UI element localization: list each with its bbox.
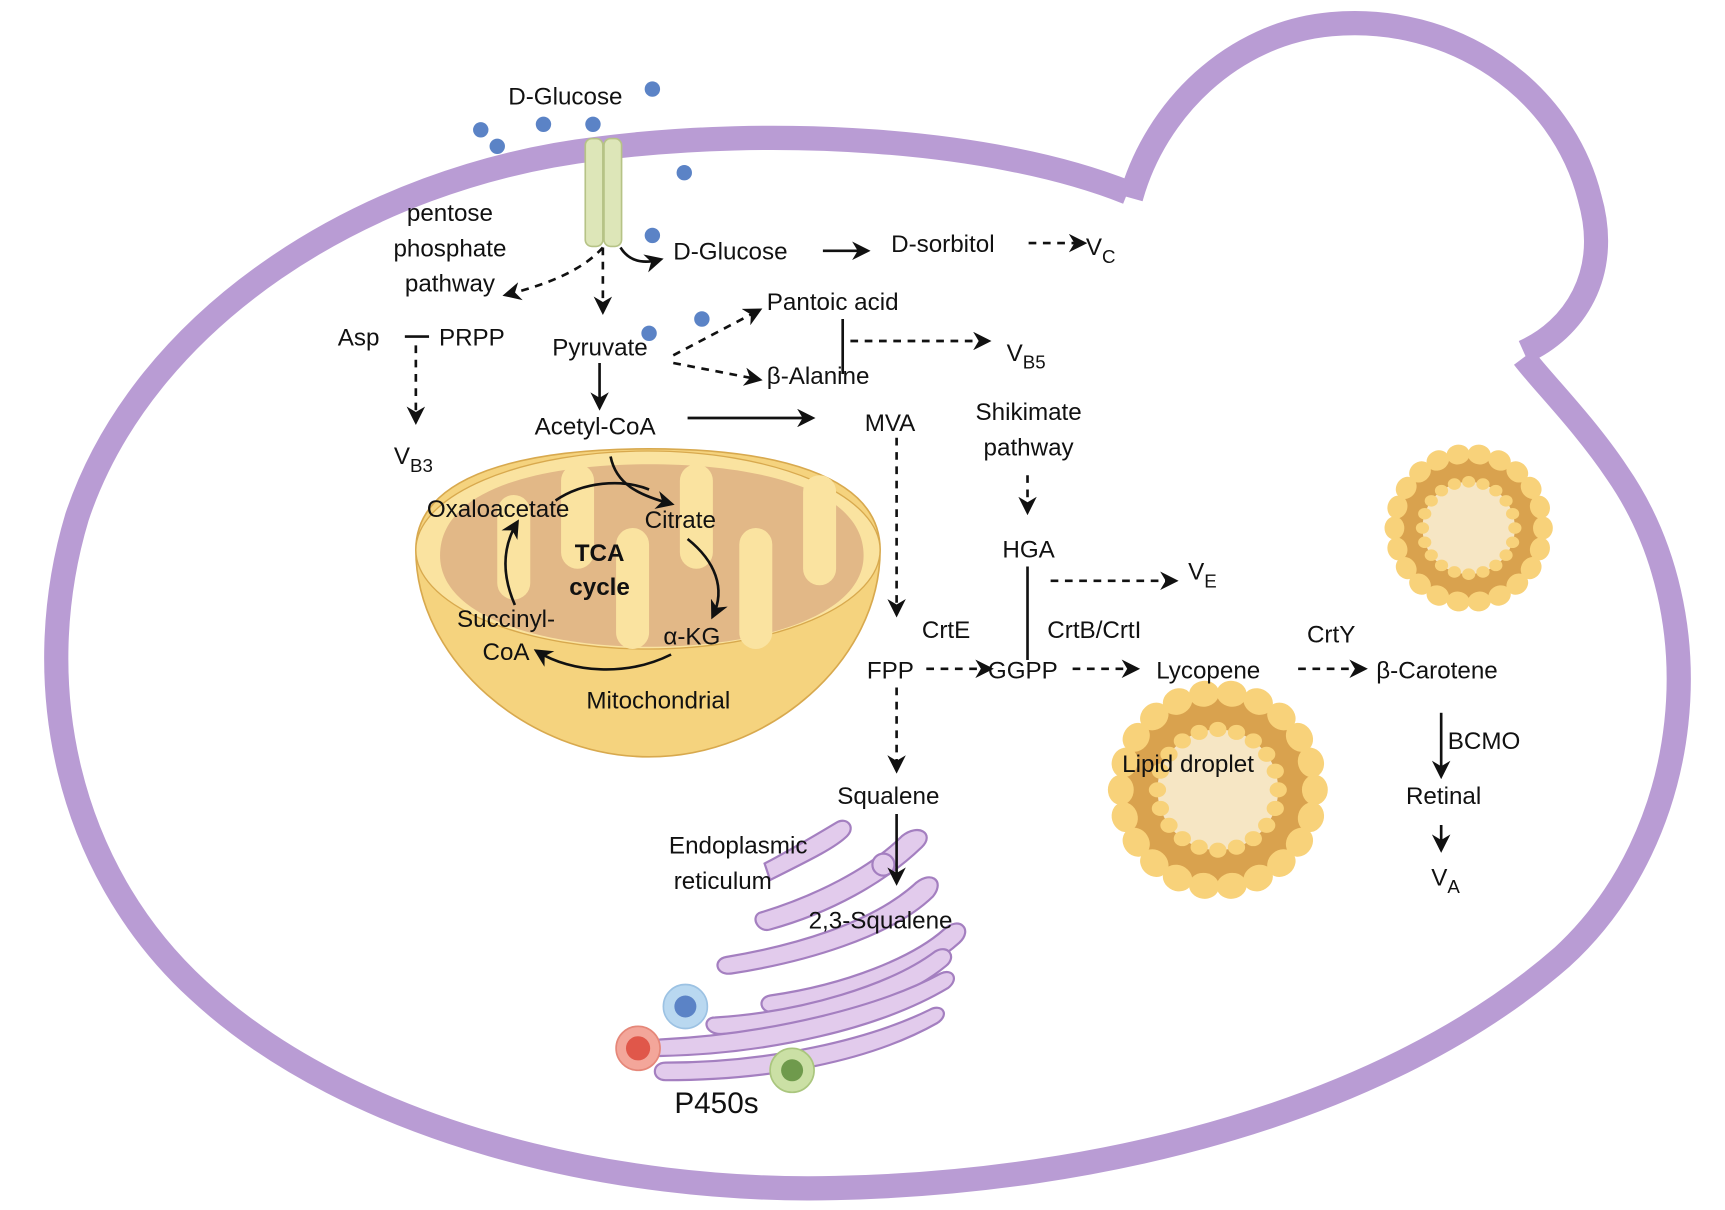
label-asp: Asp xyxy=(338,324,380,351)
arrow-to-akg xyxy=(686,537,728,620)
arrow-to-alanine xyxy=(673,361,763,386)
label-er-2: reticulum xyxy=(674,868,772,895)
arrow-to-pantoic xyxy=(672,308,763,357)
label-p450: P450s xyxy=(674,1087,758,1120)
labels: D-Glucose pentose phosphate pathway D-Gl… xyxy=(338,84,1521,1121)
label-lipid-droplet: Lipid droplet xyxy=(1122,751,1254,778)
glucose-dot xyxy=(585,116,601,132)
label-mitochondria: Mitochondrial xyxy=(586,687,730,714)
glucose-dot xyxy=(694,311,710,327)
label-vb5: VB5 xyxy=(1007,340,1046,373)
glucose-dot xyxy=(676,165,692,181)
glucose-molecules xyxy=(473,81,710,341)
glucose-transporter-icon xyxy=(584,137,623,248)
arrow-to-succinyl xyxy=(533,649,672,671)
label-ppp-3: pathway xyxy=(405,271,496,298)
cell-membrane xyxy=(44,11,1691,1201)
label-er-1: Endoplasmic xyxy=(669,833,807,860)
arrow-to-citrate xyxy=(609,456,675,509)
lipid-droplet-large xyxy=(1384,444,1553,612)
label-va: VA xyxy=(1431,865,1460,898)
cristae xyxy=(497,464,837,649)
label-ve: VE xyxy=(1188,559,1217,592)
glucose-dot xyxy=(535,116,552,132)
label-fpp: FPP xyxy=(867,658,914,685)
label-23squalene: 2,3-Squalene xyxy=(809,907,953,934)
label-hga: HGA xyxy=(1002,537,1055,564)
mitochondria xyxy=(415,447,881,758)
label-citrate: Citrate xyxy=(645,507,716,534)
label-shikimate-1: Shikimate xyxy=(976,399,1082,426)
label-squalene: Squalene xyxy=(837,783,939,810)
pathway-arrows xyxy=(404,233,1451,886)
label-ppp-1: pentose xyxy=(407,200,493,227)
label-shikimate-2: pathway xyxy=(984,434,1075,461)
membrane-main xyxy=(44,125,1691,1201)
p450-enzymes xyxy=(615,983,815,1094)
label-vb3: VB3 xyxy=(394,443,433,476)
label-alanine: β-Alanine xyxy=(767,363,870,390)
label-sorbitol: D-sorbitol xyxy=(891,231,995,258)
glucose-dot xyxy=(489,138,505,154)
lipid-droplet-small xyxy=(1107,680,1328,899)
label-succinyl-1: Succinyl- xyxy=(457,606,555,633)
glucose-dot xyxy=(644,227,661,244)
label-vc: VC xyxy=(1086,234,1116,267)
label-prpp: PRPP xyxy=(439,324,505,351)
label-succinyl-2: CoA xyxy=(483,639,531,666)
glucose-dot xyxy=(641,325,657,341)
label-oxaloacetate: Oxaloacetate xyxy=(427,496,570,523)
label-crtbi: CrtB/CrtI xyxy=(1047,617,1141,644)
label-tca-2: cycle xyxy=(569,574,630,601)
label-pyruvate: Pyruvate xyxy=(552,334,647,361)
label-ggpp: GGPP xyxy=(988,658,1058,685)
label-ppp-2: phosphate xyxy=(393,235,506,262)
glucose-dot xyxy=(473,122,489,138)
label-mva: MVA xyxy=(865,410,916,437)
arrow-to-glucose-in xyxy=(619,246,664,273)
label-retinal: Retinal xyxy=(1406,783,1481,810)
label-lycopene: Lycopene xyxy=(1156,658,1260,685)
label-crte: CrtE xyxy=(922,617,970,644)
label-bcmo: BCMO xyxy=(1448,728,1521,755)
arrow-to-oxaloacetate xyxy=(501,519,519,606)
label-pantoic: Pantoic acid xyxy=(767,289,899,316)
label-glucose-in: D-Glucose xyxy=(673,239,787,266)
arrow-oxaloacetate-citrate xyxy=(554,481,650,502)
label-crty: CrtY xyxy=(1307,621,1355,648)
membrane-bud xyxy=(1119,11,1609,364)
label-glucose-out: D-Glucose xyxy=(508,84,622,111)
endoplasmic-reticulum xyxy=(646,819,967,1082)
label-akg: α-KG xyxy=(663,624,720,651)
glucose-dot xyxy=(644,81,661,97)
label-tca-1: TCA xyxy=(575,540,625,567)
label-carotene: β-Carotene xyxy=(1376,658,1497,685)
label-acetylcoa: Acetyl-CoA xyxy=(535,414,657,441)
arrow-ppp xyxy=(502,246,604,301)
